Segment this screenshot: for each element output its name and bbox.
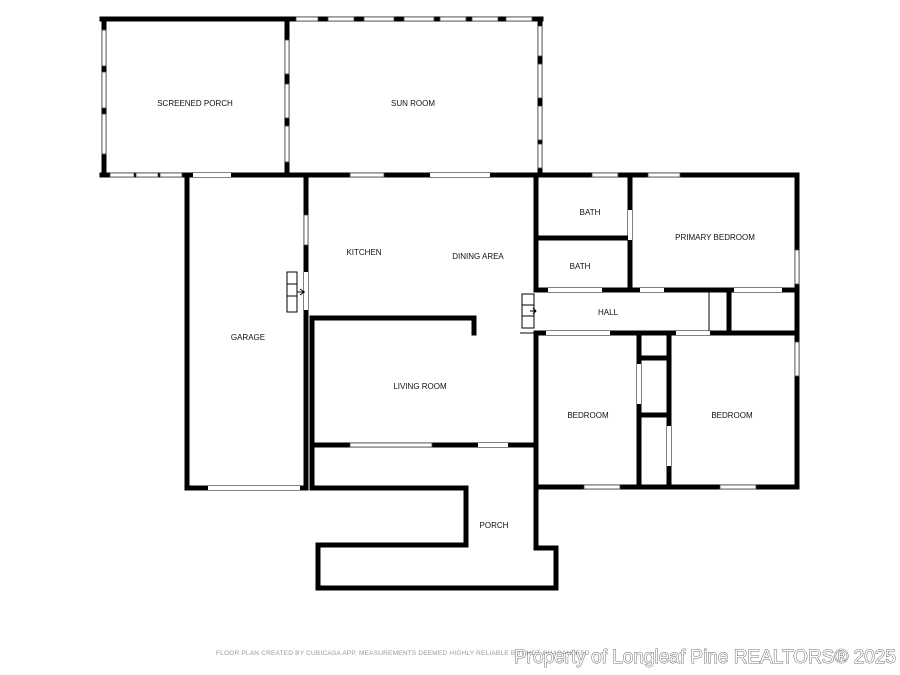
- room-label-porch: PORCH: [480, 521, 509, 530]
- top-additions-walls: [99, 16, 544, 178]
- realtor-watermark: Property of Longleaf Pine REALTORS® 2025: [514, 647, 896, 668]
- room-label-bedroom-right: BEDROOM: [711, 411, 753, 420]
- room-label-hall: HALL: [598, 308, 619, 317]
- room-label-dining-area: DINING AREA: [452, 252, 504, 261]
- main-house-walls: [99, 172, 800, 491]
- room-label-bedroom-left: BEDROOM: [567, 411, 609, 420]
- room-label-bath-upper: BATH: [580, 208, 601, 217]
- room-label-sun-room: SUN ROOM: [391, 99, 435, 108]
- bedroom-wing-walls: [533, 177, 800, 490]
- room-label-kitchen: KITCHEN: [346, 248, 381, 257]
- room-label-bath-lower: BATH: [570, 262, 591, 271]
- room-label-garage: GARAGE: [231, 333, 265, 342]
- floor-plan-credit: FLOOR PLAN CREATED BY CUBICASA APP. MEAS…: [216, 650, 592, 657]
- porch-outline: [312, 485, 559, 591]
- room-label-screened-porch: SCREENED PORCH: [157, 99, 233, 108]
- room-label-primary-bedroom: PRIMARY BEDROOM: [675, 233, 755, 242]
- room-label-living-room: LIVING ROOM: [393, 382, 447, 391]
